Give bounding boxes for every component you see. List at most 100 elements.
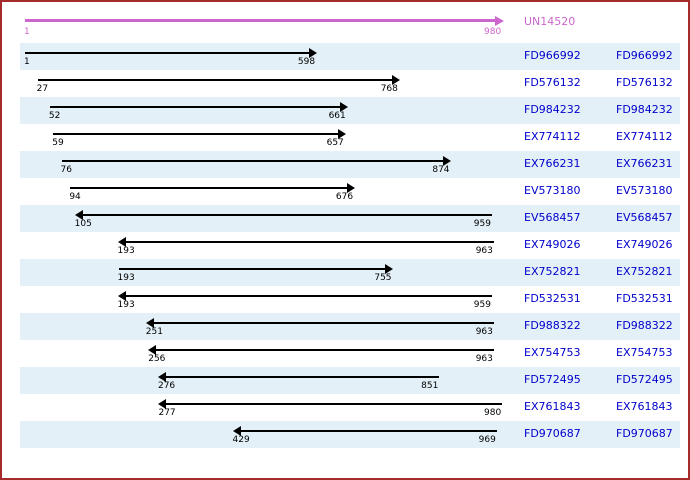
arrowhead-right-icon [443, 156, 452, 166]
hit-start-coordinate: 277 [158, 408, 176, 418]
arrowhead-right-icon [308, 48, 317, 58]
hit-end-coordinate: 969 [478, 435, 496, 445]
arrowhead-right-icon [337, 129, 346, 139]
alignment-line[interactable] [155, 349, 494, 351]
arrowhead-right-icon [391, 75, 400, 85]
arrowhead-left-icon [145, 318, 154, 328]
hit-end-coordinate: 657 [326, 138, 344, 148]
hit-description-label[interactable]: EX774112 [616, 130, 673, 143]
hit-start-coordinate: 193 [117, 273, 135, 283]
row-band [20, 43, 680, 70]
query-end-coordinate: 980 [484, 27, 502, 37]
arrowhead-right-icon [346, 183, 355, 193]
row-band [20, 394, 680, 421]
alignment-line[interactable] [118, 268, 387, 270]
row-band [20, 70, 680, 97]
hit-accession-label[interactable]: FD532531 [524, 292, 581, 305]
hit-description-label[interactable]: EX749026 [616, 238, 673, 251]
row-band [20, 313, 680, 340]
hit-accession-label[interactable]: FD988322 [524, 319, 581, 332]
alignment-line[interactable] [49, 106, 341, 108]
hit-description-label[interactable]: FD988322 [616, 319, 673, 332]
hit-row[interactable]: 429 969 FD970687 FD970687 [2, 421, 688, 448]
arrowhead-right-icon [339, 102, 348, 112]
hit-accession-label[interactable]: EV568457 [524, 211, 581, 224]
hit-description-label[interactable]: EX754753 [616, 346, 673, 359]
hit-description-label[interactable]: EX752821 [616, 265, 673, 278]
hit-description-label[interactable]: FD966992 [616, 49, 673, 62]
hit-row[interactable]: 76 874 EX766231 EX766231 [2, 151, 688, 178]
arrowhead-left-icon [232, 426, 241, 436]
query-name-label: UN14520 [524, 15, 576, 28]
hit-description-label[interactable]: EV573180 [616, 184, 673, 197]
query-start-coordinate: 1 [24, 27, 30, 37]
hit-end-coordinate: 959 [473, 219, 491, 229]
alignment-line[interactable] [25, 52, 310, 54]
hit-end-coordinate: 963 [475, 246, 493, 256]
alignment-line[interactable] [124, 241, 494, 243]
row-band [20, 340, 680, 367]
alignment-line[interactable] [239, 430, 497, 432]
alignment-line[interactable] [70, 187, 348, 189]
alignment-line[interactable] [165, 403, 502, 405]
alignment-line[interactable] [152, 322, 494, 324]
hit-start-coordinate: 1 [24, 57, 30, 67]
hit-row[interactable]: 277 980 EX761843 EX761843 [2, 394, 688, 421]
row-band [20, 151, 680, 178]
hit-start-coordinate: 251 [145, 327, 163, 337]
hit-accession-label[interactable]: EX754753 [524, 346, 581, 359]
alignment-line[interactable] [61, 160, 445, 162]
hit-accession-label[interactable]: EX761843 [524, 400, 581, 413]
hit-accession-label[interactable]: EV573180 [524, 184, 581, 197]
arrowhead-left-icon [158, 399, 167, 409]
hit-accession-label[interactable]: FD970687 [524, 427, 581, 440]
hit-row[interactable]: 1 598 FD966992 FD966992 [2, 43, 688, 70]
hit-start-coordinate: 429 [232, 435, 250, 445]
row-band [20, 205, 680, 232]
hit-description-label[interactable]: EV568457 [616, 211, 673, 224]
hit-end-coordinate: 980 [484, 408, 502, 418]
hit-end-coordinate: 874 [432, 165, 450, 175]
arrowhead-left-icon [117, 237, 126, 247]
hit-accession-label[interactable]: EX766231 [524, 157, 581, 170]
hit-description-label[interactable]: FD532531 [616, 292, 673, 305]
hit-accession-label[interactable]: EX752821 [524, 265, 581, 278]
row-band [20, 421, 680, 448]
hit-accession-label[interactable]: EX749026 [524, 238, 581, 251]
hit-description-label[interactable]: FD576132 [616, 76, 673, 89]
hit-accession-label[interactable]: FD984232 [524, 103, 581, 116]
row-band [20, 259, 680, 286]
hit-accession-label[interactable]: EX774112 [524, 130, 581, 143]
hit-description-label[interactable]: EX766231 [616, 157, 673, 170]
query-arrowhead-icon [495, 16, 504, 26]
hit-start-coordinate: 256 [148, 354, 166, 364]
hit-start-coordinate: 52 [48, 111, 61, 121]
alignment-line[interactable] [164, 376, 440, 378]
hit-description-label[interactable]: FD572495 [616, 373, 673, 386]
hit-description-label[interactable]: EX761843 [616, 400, 673, 413]
alignment-line[interactable] [53, 133, 339, 135]
hit-end-coordinate: 598 [297, 57, 316, 67]
hit-start-coordinate: 76 [60, 165, 72, 175]
hit-accession-label[interactable]: FD966992 [524, 49, 581, 62]
hit-accession-label[interactable]: FD576132 [524, 76, 581, 89]
hit-description-label[interactable]: FD970687 [616, 427, 673, 440]
arrowhead-left-icon [117, 291, 126, 301]
alignment-line[interactable] [81, 214, 492, 216]
hit-description-label[interactable]: FD984232 [616, 103, 673, 116]
hit-accession-label[interactable]: FD572495 [524, 373, 581, 386]
alignment-line[interactable] [37, 79, 393, 81]
alignment-line[interactable] [124, 295, 492, 297]
hit-end-coordinate: 676 [335, 192, 354, 202]
